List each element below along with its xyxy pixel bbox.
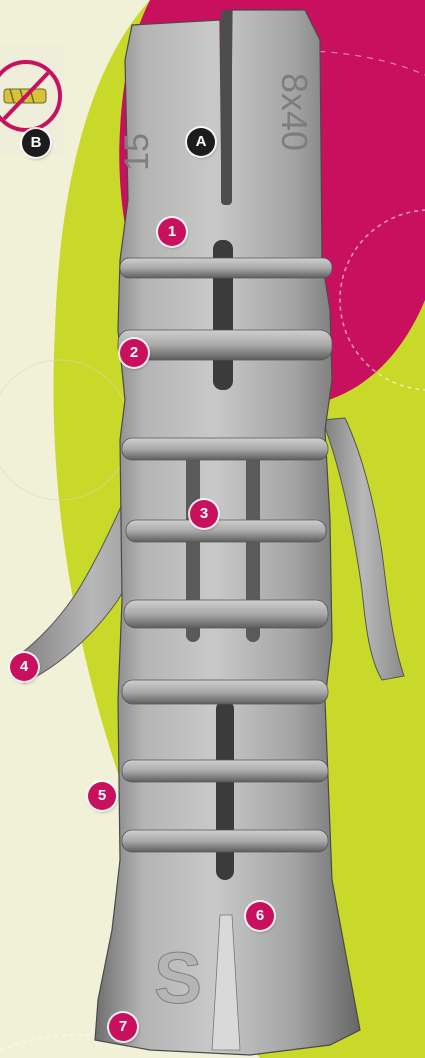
- marker-1: 1: [158, 218, 186, 246]
- plug-rib: [118, 330, 332, 360]
- plug-rib: [120, 258, 332, 278]
- marker-5: 5: [88, 782, 116, 810]
- marker-B: B: [22, 129, 50, 157]
- plug-top-slot: [221, 10, 232, 205]
- marker-3: 3: [190, 500, 218, 528]
- plug-rib: [126, 520, 326, 542]
- plug-rib: [122, 760, 328, 782]
- plug-rib: [124, 600, 328, 628]
- plug-engraving-right: 8x40: [274, 73, 315, 151]
- plug-base-logo: S: [154, 939, 202, 1019]
- plug-rib: [122, 680, 328, 704]
- marker-A: A: [187, 128, 215, 156]
- plug-rib: [122, 438, 328, 460]
- plug-rib: [122, 830, 328, 852]
- marker-4: 4: [10, 653, 38, 681]
- marker-2: 2: [120, 339, 148, 367]
- plug-lower-slot: [216, 700, 234, 880]
- plug-engraving-left: 15: [118, 133, 156, 171]
- marker-6: 6: [246, 902, 274, 930]
- marker-7: 7: [109, 1013, 137, 1041]
